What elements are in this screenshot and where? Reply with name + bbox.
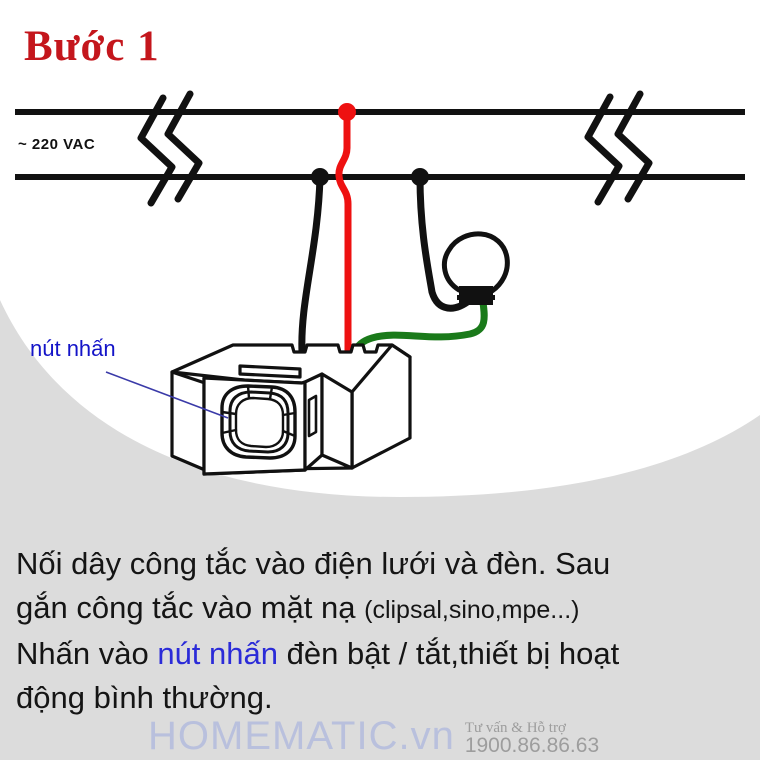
caption-line-4: động bình thường. xyxy=(16,680,273,715)
neutral-junction-switch xyxy=(311,168,329,186)
caption-highlight-nut-nhan: nút nhấn xyxy=(157,636,278,671)
page-title: Bước 1 xyxy=(24,23,160,70)
caption-line-1: Nối dây công tắc vào điện lưới và đèn. S… xyxy=(16,546,611,581)
load-wire xyxy=(351,292,488,356)
live-wire xyxy=(335,108,352,356)
mains-voltage-label: ~ 220 VAC xyxy=(18,136,96,153)
wire-break-symbol-right xyxy=(584,90,653,206)
watermark: HOMEMATIC.vn Tư vấn & Hỗ trợ 1900.86.86.… xyxy=(148,716,599,756)
mains-lines xyxy=(15,109,745,180)
light-bulb-icon xyxy=(441,231,510,305)
lamp-wire xyxy=(416,173,474,312)
neutral-junction-lamp xyxy=(411,168,429,186)
watermark-support-label: Tư vấn & Hỗ trợ xyxy=(464,720,566,736)
caption-line-2: gắn công tắc vào mặt nạ (clipsal,sino,mp… xyxy=(16,590,580,625)
caption-line-3: Nhấn vào nút nhấn đèn bật / tắt,thiết bị… xyxy=(16,636,620,671)
watermark-contact: Tư vấn & Hỗ trợ 1900.86.86.63 xyxy=(465,720,599,756)
instruction-caption: Nối dây công tắc vào điện lưới và đèn. S… xyxy=(16,542,746,720)
live-junction xyxy=(338,103,356,121)
push-button-callout-label: nút nhấn xyxy=(30,336,116,361)
wire-break-symbol-left xyxy=(137,90,203,207)
wall-switch-icon[interactable] xyxy=(170,343,412,476)
watermark-phone: 1900.86.86.63 xyxy=(464,734,600,757)
push-button-icon[interactable] xyxy=(220,384,297,460)
callout-leader-line xyxy=(105,371,229,419)
neutral-wire xyxy=(298,173,324,356)
watermark-logo: HOMEMATIC.vn xyxy=(148,714,455,758)
